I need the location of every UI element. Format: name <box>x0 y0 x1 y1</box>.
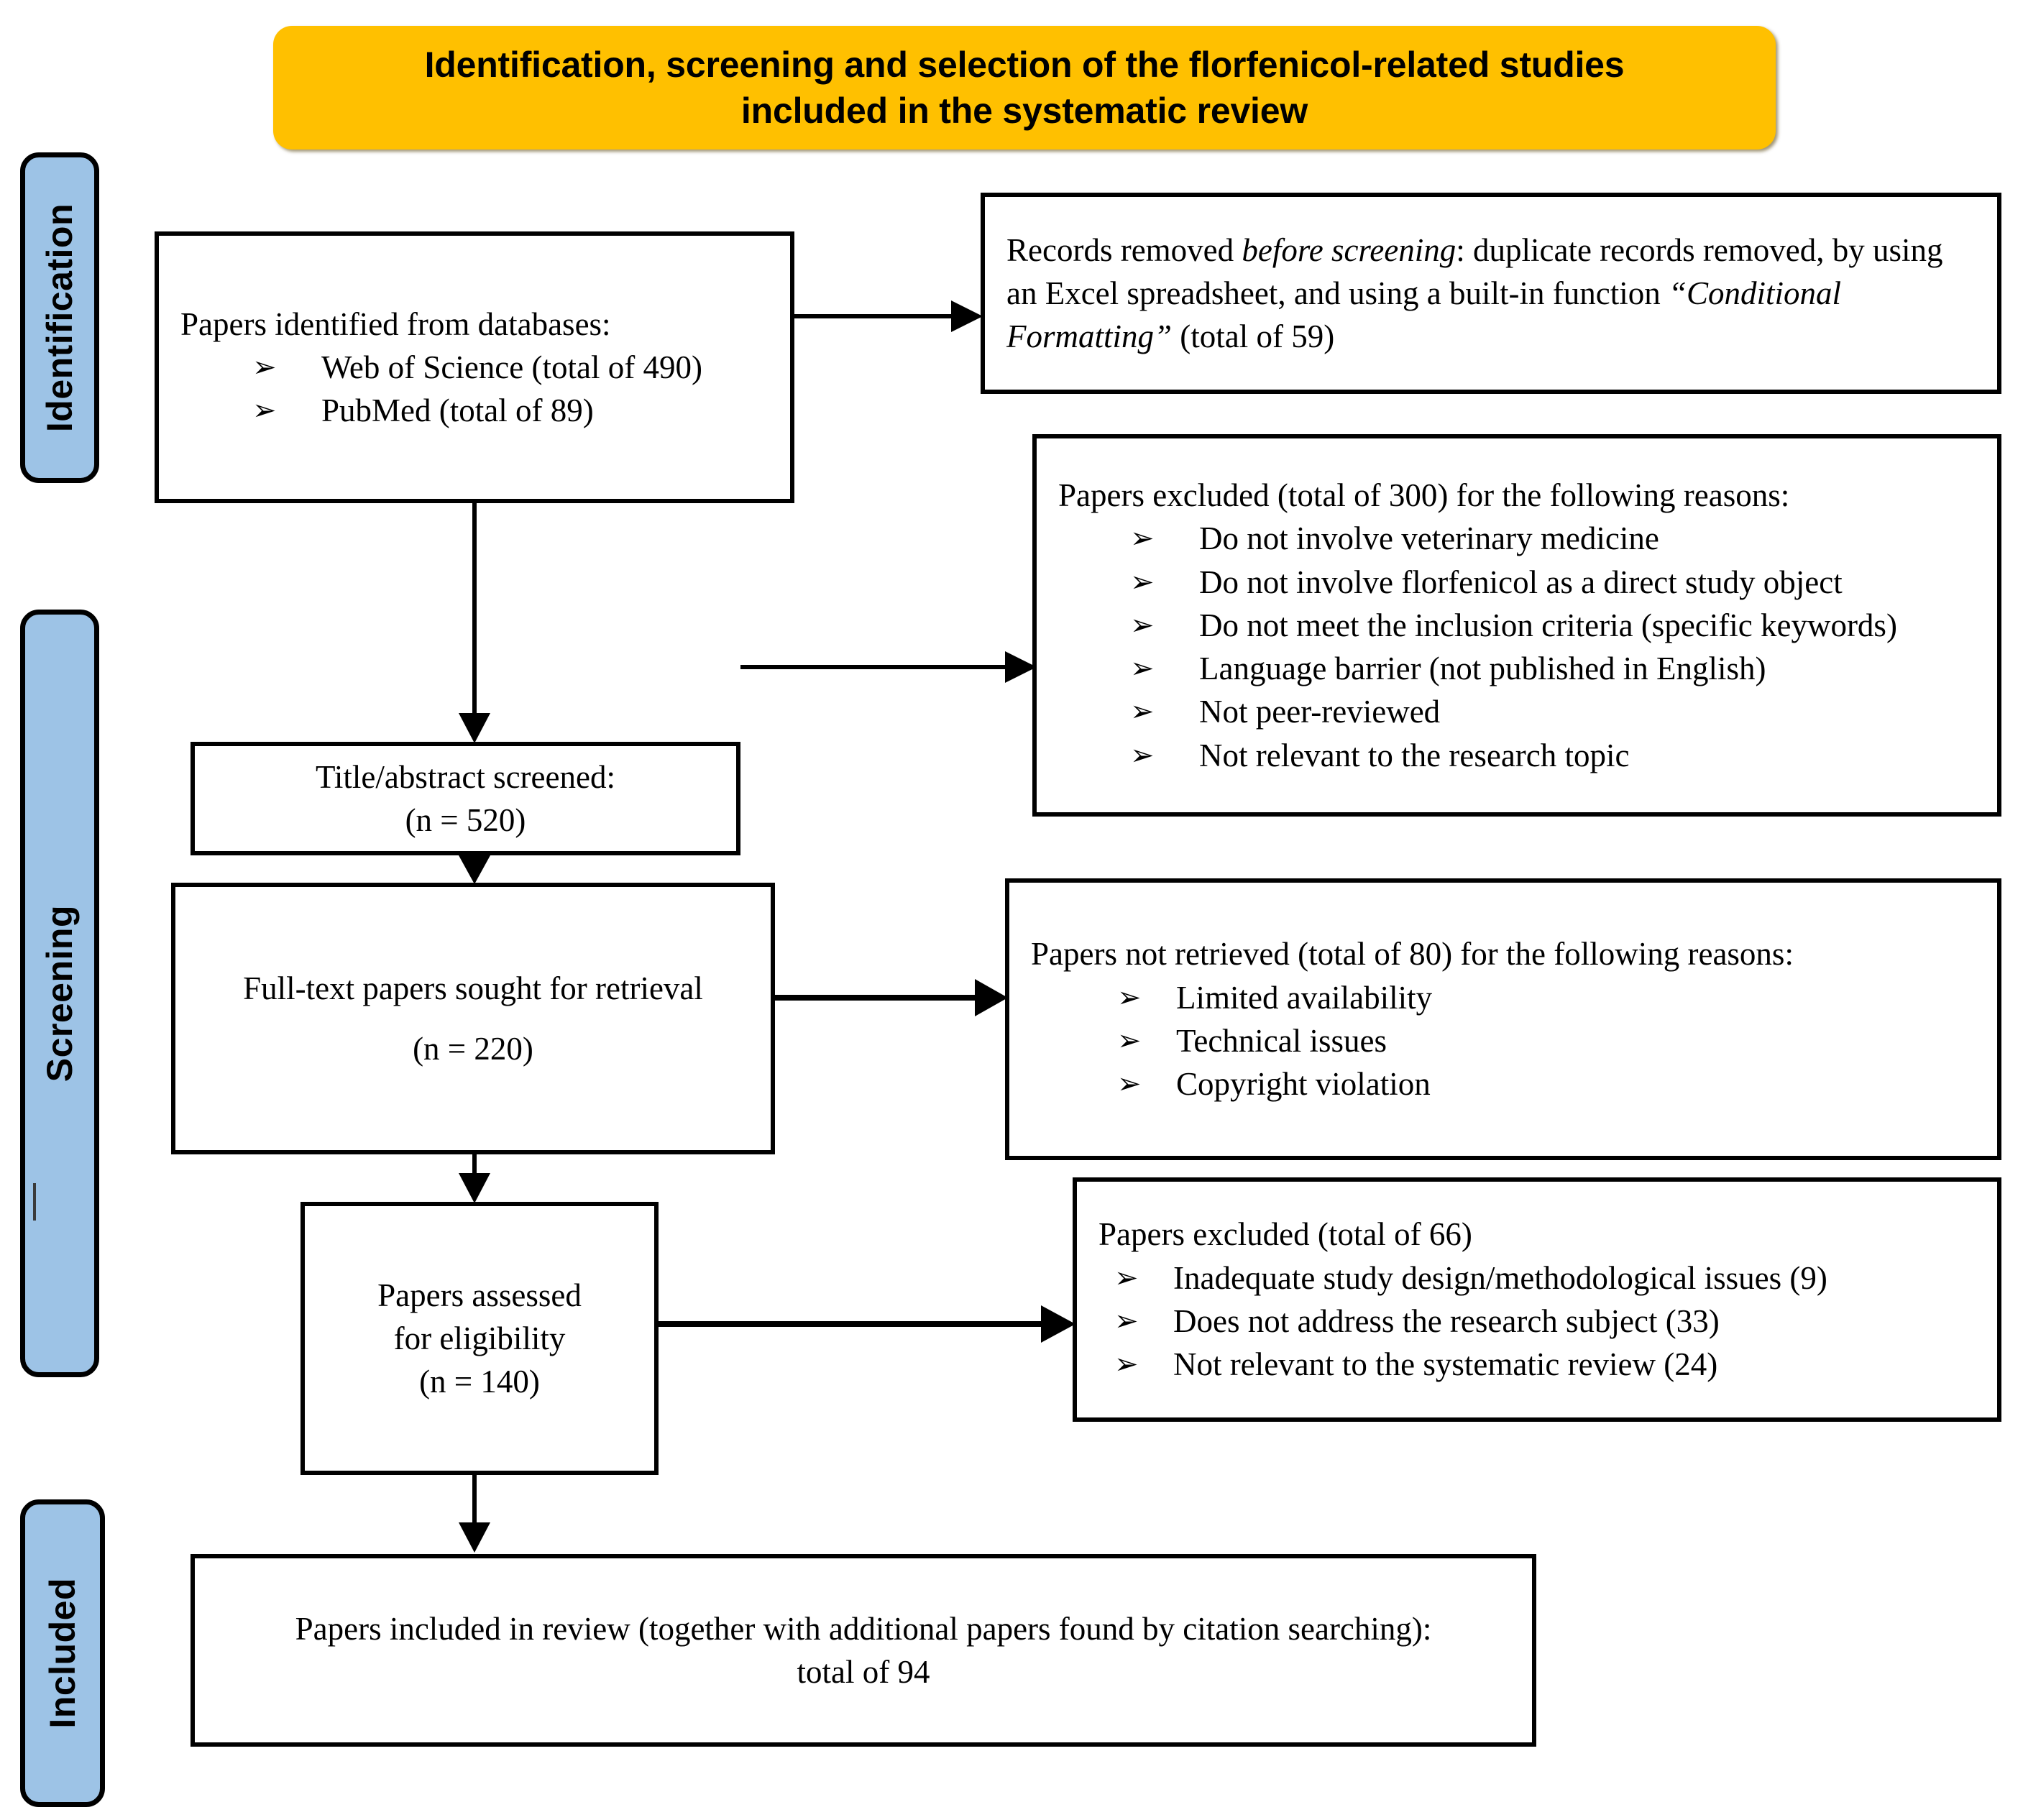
list-item: ➢ Web of Science (total of 490) <box>252 346 769 389</box>
arrow-bullet-icon: ➢ <box>1117 1024 1142 1057</box>
stage-tab-screening: Screening <box>20 610 99 1377</box>
arrow-bullet-icon: ➢ <box>252 394 277 428</box>
assessed-eligibility-count: (n = 140) <box>419 1364 540 1400</box>
records-removed-part2: : duplicate records removed, by using an… <box>1006 231 1943 311</box>
box-papers-included-in-review: Papers included in review (together with… <box>191 1554 1536 1747</box>
diagram-title-text: Identification, screening and selection … <box>424 45 1625 131</box>
stage-tab-tick-mark <box>33 1183 36 1221</box>
list-item: ➢ Not relevant to the research topic <box>1130 734 1976 777</box>
list-item-label: Not relevant to the systematic review (2… <box>1173 1346 1718 1383</box>
list-item-label: Limited availability <box>1176 979 1433 1016</box>
arrow-identified-to-screened <box>453 503 496 745</box>
list-item: ➢ Do not involve florfenicol as a direct… <box>1130 561 1976 604</box>
box-papers-excluded-66-list: ➢ Inadequate study design/methodological… <box>1114 1256 1976 1387</box>
stage-tab-included-label: Included <box>42 1578 83 1729</box>
list-item: ➢ Limited availability <box>1117 976 1976 1019</box>
box-papers-excluded-300-lead: Papers excluded (total of 300) for the f… <box>1058 477 1790 513</box>
arrow-bullet-icon: ➢ <box>1130 522 1155 556</box>
box-fulltext-sought-for-retrieval: Full-text papers sought for retrieval (n… <box>171 883 775 1154</box>
arrow-bullet-icon: ➢ <box>1117 980 1142 1014</box>
arrow-bullet-icon: ➢ <box>1130 565 1155 599</box>
arrow-identified-to-records-removed <box>794 295 988 338</box>
list-item: ➢ Copyright violation <box>1117 1062 1976 1106</box>
list-item-label: Not peer-reviewed <box>1199 694 1441 730</box>
list-item-label: Does not address the research subject (3… <box>1173 1303 1720 1339</box>
arrow-bullet-icon: ➢ <box>1117 1067 1142 1101</box>
list-item-label: Not relevant to the research topic <box>1199 737 1630 773</box>
list-item: ➢ Inadequate study design/methodological… <box>1114 1256 1976 1300</box>
box-papers-identified-lead: Papers identified from databases: <box>180 305 611 342</box>
list-item: ➢ Not relevant to the systematic review … <box>1114 1343 1976 1386</box>
list-item-label: PubMed (total of 89) <box>321 392 594 429</box>
arrow-eligibility-to-included <box>453 1475 496 1555</box>
records-removed-part1: Records removed <box>1006 231 1242 268</box>
stage-tab-included: Included <box>20 1499 105 1807</box>
included-in-review-line1: Papers included in review (together with… <box>295 1610 1432 1647</box>
box-papers-not-retrieved-lead: Papers not retrieved (total of 80) for t… <box>1031 936 1794 973</box>
list-item: ➢ Not peer-reviewed <box>1130 690 1976 733</box>
arrow-bullet-icon: ➢ <box>1114 1348 1139 1382</box>
stage-tab-identification-label: Identification <box>40 203 80 433</box>
list-item-label: Copyright violation <box>1176 1066 1431 1103</box>
list-item-label: Web of Science (total of 490) <box>321 349 702 385</box>
diagram-title-banner: Identification, screening and selection … <box>273 26 1776 150</box>
box-papers-excluded-300-list: ➢ Do not involve veterinary medicine ➢ D… <box>1130 517 1976 777</box>
list-item-label: Do not involve veterinary medicine <box>1199 520 1659 557</box>
box-papers-excluded-300: Papers excluded (total of 300) for the f… <box>1032 434 2001 817</box>
arrow-fulltext-to-not-retrieved <box>775 976 1012 1019</box>
assessed-eligibility-line2: for eligibility <box>393 1320 566 1356</box>
arrow-bullet-icon: ➢ <box>1130 738 1155 772</box>
records-removed-italic-before-screening: before screening <box>1242 231 1457 268</box>
box-title-abstract-screened: Title/abstract screened: (n = 520) <box>191 742 740 855</box>
box-papers-excluded-66-lead: Papers excluded (total of 66) <box>1098 1216 1472 1253</box>
box-papers-not-retrieved: Papers not retrieved (total of 80) for t… <box>1005 878 2001 1160</box>
list-item-label: Do not involve florfenicol as a direct s… <box>1199 564 1843 600</box>
title-abstract-screened-count: (n = 520) <box>405 802 526 838</box>
list-item: ➢ Does not address the research subject … <box>1114 1300 1976 1343</box>
box-papers-excluded-66: Papers excluded (total of 66) ➢ Inadequa… <box>1073 1177 2001 1422</box>
stage-tab-screening-label: Screening <box>40 904 80 1083</box>
arrow-bullet-icon: ➢ <box>1130 695 1155 729</box>
list-item-label: Do not meet the inclusion criteria (spec… <box>1199 607 1897 643</box>
list-item-label: Language barrier (not published in Engli… <box>1199 651 1766 687</box>
list-item: ➢ Do not meet the inclusion criteria (sp… <box>1130 604 1976 647</box>
box-papers-identified: Papers identified from databases: ➢ Web … <box>155 231 794 503</box>
records-removed-italic-conditional-formatting: “Conditional Formatting” <box>1006 275 1842 355</box>
arrow-bullet-icon: ➢ <box>252 350 277 384</box>
box-papers-assessed-for-eligibility: Papers assessed for eligibility (n = 140… <box>301 1202 659 1475</box>
arrow-bullet-icon: ➢ <box>1130 608 1155 642</box>
list-item: ➢ Do not involve veterinary medicine <box>1130 517 1976 560</box>
fulltext-sought-line1: Full-text papers sought for retrieval <box>243 970 703 1006</box>
list-item: ➢ Language barrier (not published in Eng… <box>1130 647 1976 690</box>
stage-tab-identification: Identification <box>20 152 99 483</box>
arrow-screened-to-fulltext <box>453 855 496 886</box>
arrow-bullet-icon: ➢ <box>1114 1261 1139 1295</box>
arrow-screened-to-excluded-300 <box>740 645 1042 689</box>
fulltext-sought-count: (n = 220) <box>413 1031 533 1067</box>
list-item: ➢ Technical issues <box>1117 1019 1976 1062</box>
list-item: ➢ PubMed (total of 89) <box>252 389 769 432</box>
list-item-label: Inadequate study design/methodological i… <box>1173 1259 1827 1296</box>
box-records-removed-before-screening: Records removed before screening: duplic… <box>981 193 2001 394</box>
title-abstract-screened-line1: Title/abstract screened: <box>316 758 615 795</box>
arrow-bullet-icon: ➢ <box>1114 1305 1139 1338</box>
arrow-bullet-icon: ➢ <box>1130 652 1155 686</box>
records-removed-part3: (total of 59) <box>1172 318 1335 355</box>
list-item-label: Technical issues <box>1176 1023 1387 1059</box>
arrow-fulltext-to-eligibility <box>453 1154 496 1205</box>
included-in-review-total: total of 94 <box>797 1654 930 1690</box>
box-papers-identified-list: ➢ Web of Science (total of 490) ➢ PubMed… <box>252 346 769 433</box>
arrow-eligibility-to-excluded-66 <box>659 1302 1080 1346</box>
assessed-eligibility-line1: Papers assessed <box>377 1277 582 1313</box>
box-papers-not-retrieved-list: ➢ Limited availability ➢ Technical issue… <box>1117 976 1976 1106</box>
